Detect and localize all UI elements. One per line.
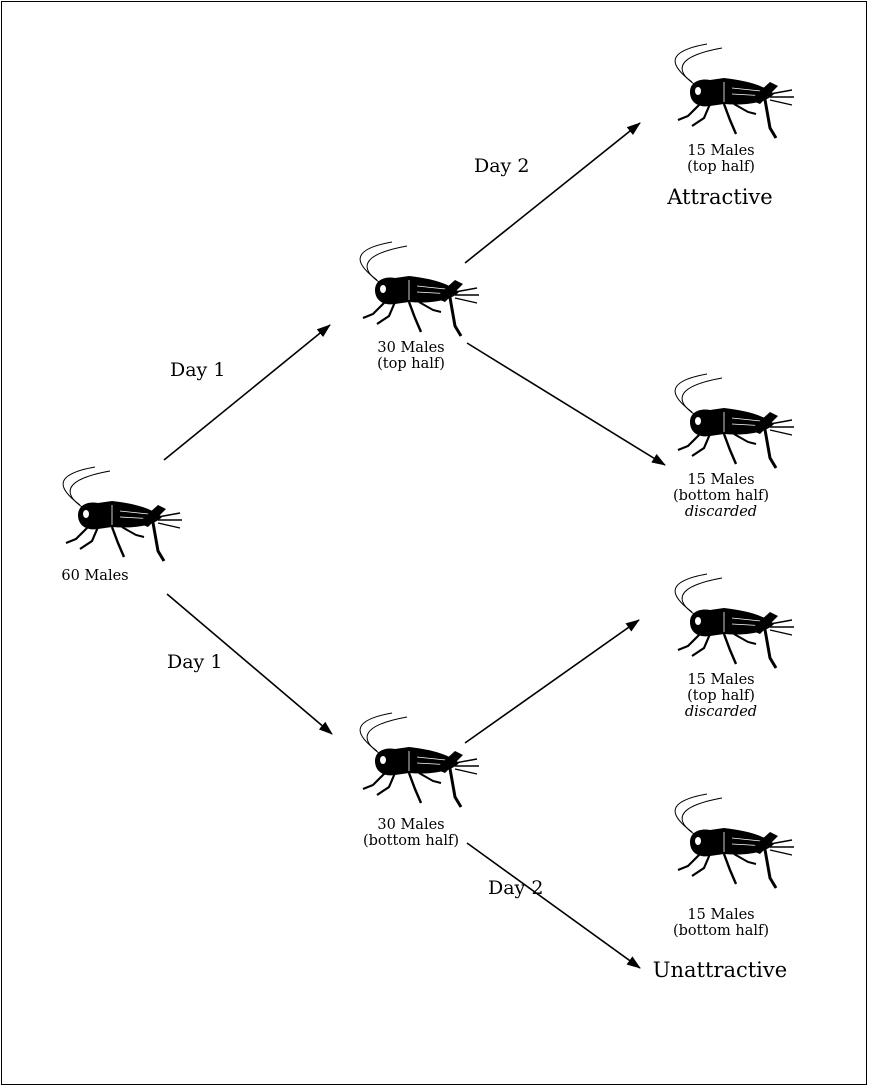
node-half: (bottom half): [321, 833, 501, 849]
edge-label-top-to-attractive: Day 2: [474, 155, 529, 177]
node-start-label: 60 Males: [5, 568, 185, 584]
node-half: (top half): [321, 356, 501, 372]
node-note: discarded: [631, 504, 811, 520]
outcome-attractive: Attractive: [620, 185, 820, 209]
arrow-start-to-top: [164, 325, 330, 460]
edge-label-start-to-top: Day 1: [170, 359, 225, 381]
node-half: (bottom half): [631, 488, 811, 504]
cricket-icon-start: [63, 467, 182, 561]
cricket-icon-bottom-mid: [360, 713, 479, 807]
node-top-discard-label: 15 Males (bottom half) discarded: [631, 472, 811, 520]
node-half: (top half): [631, 159, 811, 175]
node-count: 30 Males: [321, 817, 501, 833]
edge-label-start-to-bottom: Day 1: [167, 651, 222, 673]
cricket-icon-bottom-discard: [675, 574, 794, 668]
node-count: 60 Males: [5, 568, 185, 584]
node-bottom-mid-label: 30 Males (bottom half): [321, 817, 501, 849]
node-count: 15 Males: [631, 672, 811, 688]
node-bottom-discard-label: 15 Males (top half) discarded: [631, 672, 811, 720]
node-half: (bottom half): [631, 923, 811, 939]
node-note: discarded: [631, 704, 811, 720]
node-half: (top half): [631, 688, 811, 704]
node-unattractive-label: 15 Males (bottom half): [631, 907, 811, 939]
arrow-bottom-to-unattractive: [467, 843, 640, 968]
arrow-top-to-attractive: [465, 123, 640, 263]
node-count: 15 Males: [631, 472, 811, 488]
node-attractive-label: 15 Males (top half): [631, 143, 811, 175]
outcome-unattractive: Unattractive: [620, 958, 820, 982]
cricket-icon-top-mid: [360, 242, 479, 336]
cricket-icon-top-discard: [675, 374, 794, 468]
edge-label-bottom-to-unattractive: Day 2: [488, 877, 543, 899]
node-count: 15 Males: [631, 143, 811, 159]
cricket-icon-unattractive: [675, 794, 794, 888]
arrow-bottom-to-discard: [465, 620, 639, 743]
cricket-icon-attractive: [675, 44, 794, 138]
node-top-mid-label: 30 Males (top half): [321, 340, 501, 372]
node-count: 15 Males: [631, 907, 811, 923]
node-count: 30 Males: [321, 340, 501, 356]
